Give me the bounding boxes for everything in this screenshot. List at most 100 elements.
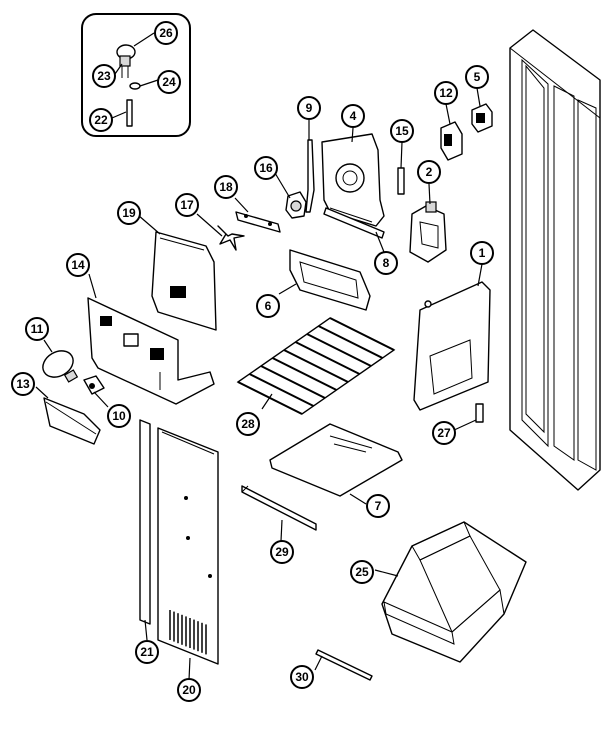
callout-number: 29 <box>275 545 289 559</box>
part-21-trim <box>139 419 151 625</box>
callout-circle <box>66 253 90 277</box>
callout-number: 23 <box>97 69 111 83</box>
callout-circle <box>236 412 260 436</box>
callout-22: 22 <box>89 108 113 132</box>
cabinet-outline <box>509 29 601 491</box>
callout-number: 26 <box>159 26 173 40</box>
callout-number: 11 <box>31 322 44 336</box>
callout-circle <box>297 96 321 120</box>
callout-20: 20 <box>177 678 201 702</box>
callout-14: 14 <box>66 253 90 277</box>
callout-9: 9 <box>297 96 321 120</box>
part-8-bar <box>323 207 385 239</box>
part-29-rail <box>241 485 317 531</box>
part-27-clip <box>475 403 484 423</box>
callout-number: 8 <box>383 256 390 270</box>
callout-29: 29 <box>270 540 294 564</box>
callout-circle <box>254 156 278 180</box>
shelf-wire <box>318 325 383 359</box>
callout-number: 10 <box>112 409 126 423</box>
callout-27: 27 <box>432 421 456 445</box>
part-1-panel <box>413 281 491 411</box>
callout-number: 7 <box>375 499 382 513</box>
callout-circle <box>175 193 199 217</box>
callout-16: 16 <box>254 156 278 180</box>
shelf-wire <box>249 373 314 407</box>
part-6-frame <box>289 249 371 311</box>
callout-number: 25 <box>355 565 369 579</box>
part-2-housing <box>409 201 447 263</box>
callout-number: 22 <box>94 113 108 127</box>
callout-number: 6 <box>265 299 272 313</box>
callout-number: 4 <box>350 109 357 123</box>
callout-circle <box>256 294 280 318</box>
callout-circle <box>107 404 131 428</box>
callout-number: 27 <box>437 426 451 440</box>
callout-number: 9 <box>306 101 313 115</box>
shelf-wire <box>295 341 360 375</box>
callout-circle <box>117 201 141 225</box>
callout-circle <box>434 81 458 105</box>
shelf-wire <box>329 317 395 351</box>
part-4-bracket <box>321 133 385 227</box>
callout-12: 12 <box>434 81 458 105</box>
callout-circle <box>135 640 159 664</box>
part-15-clip <box>397 167 405 195</box>
callout-17: 17 <box>175 193 199 217</box>
callout-circle <box>270 540 294 564</box>
callout-circle <box>157 70 181 94</box>
part-13-shield <box>43 397 101 445</box>
callout-number: 18 <box>219 180 233 194</box>
callout-number: 24 <box>162 75 176 89</box>
part-19-cover <box>151 231 217 331</box>
shelf-wire <box>272 357 337 391</box>
callout-number: 15 <box>395 124 409 138</box>
callout-7: 7 <box>366 494 390 518</box>
callout-13: 13 <box>11 372 35 396</box>
callout-15: 15 <box>390 119 414 143</box>
callout-4: 4 <box>341 104 365 128</box>
callout-number: 30 <box>295 670 309 684</box>
callout-26: 26 <box>154 21 178 45</box>
callout-circle <box>154 21 178 45</box>
part-30-rod <box>315 649 373 681</box>
callout-1: 1 <box>470 241 494 265</box>
part-16-thermostat <box>285 191 307 219</box>
leader-lines <box>35 32 483 681</box>
part-20-liner <box>157 427 219 665</box>
callout-circle <box>417 160 441 184</box>
part-11-bulb <box>42 350 79 383</box>
callout-8: 8 <box>374 251 398 275</box>
part-17-fan <box>217 225 245 251</box>
callout-circle <box>11 372 35 396</box>
callout-23: 23 <box>92 64 116 88</box>
callout-18: 18 <box>214 175 238 199</box>
part-12-switch <box>440 121 463 161</box>
callout-number: 5 <box>474 70 481 84</box>
callout-number: 13 <box>16 377 30 391</box>
callout-circle <box>25 317 49 341</box>
callout-11: 11 <box>25 317 49 341</box>
shelf-wire <box>306 333 372 367</box>
part-9-rod <box>305 139 315 213</box>
callout-10: 10 <box>107 404 131 428</box>
callout-circle <box>390 119 414 143</box>
callout-circle <box>470 241 494 265</box>
part-25-bin <box>381 521 527 663</box>
callout-25: 25 <box>350 560 374 584</box>
shelf-wire <box>260 365 326 399</box>
callout-circle <box>465 65 489 89</box>
callout-circle <box>290 665 314 689</box>
callout-circle <box>89 108 113 132</box>
callout-circle <box>177 678 201 702</box>
callout-5: 5 <box>465 65 489 89</box>
callout-circle <box>341 104 365 128</box>
callout-number: 12 <box>439 86 453 100</box>
callout-number: 21 <box>140 645 154 659</box>
callout-number: 17 <box>180 198 194 212</box>
callout-number: 16 <box>259 161 273 175</box>
callout-30: 30 <box>290 665 314 689</box>
part-28-wire-shelf <box>236 317 396 415</box>
